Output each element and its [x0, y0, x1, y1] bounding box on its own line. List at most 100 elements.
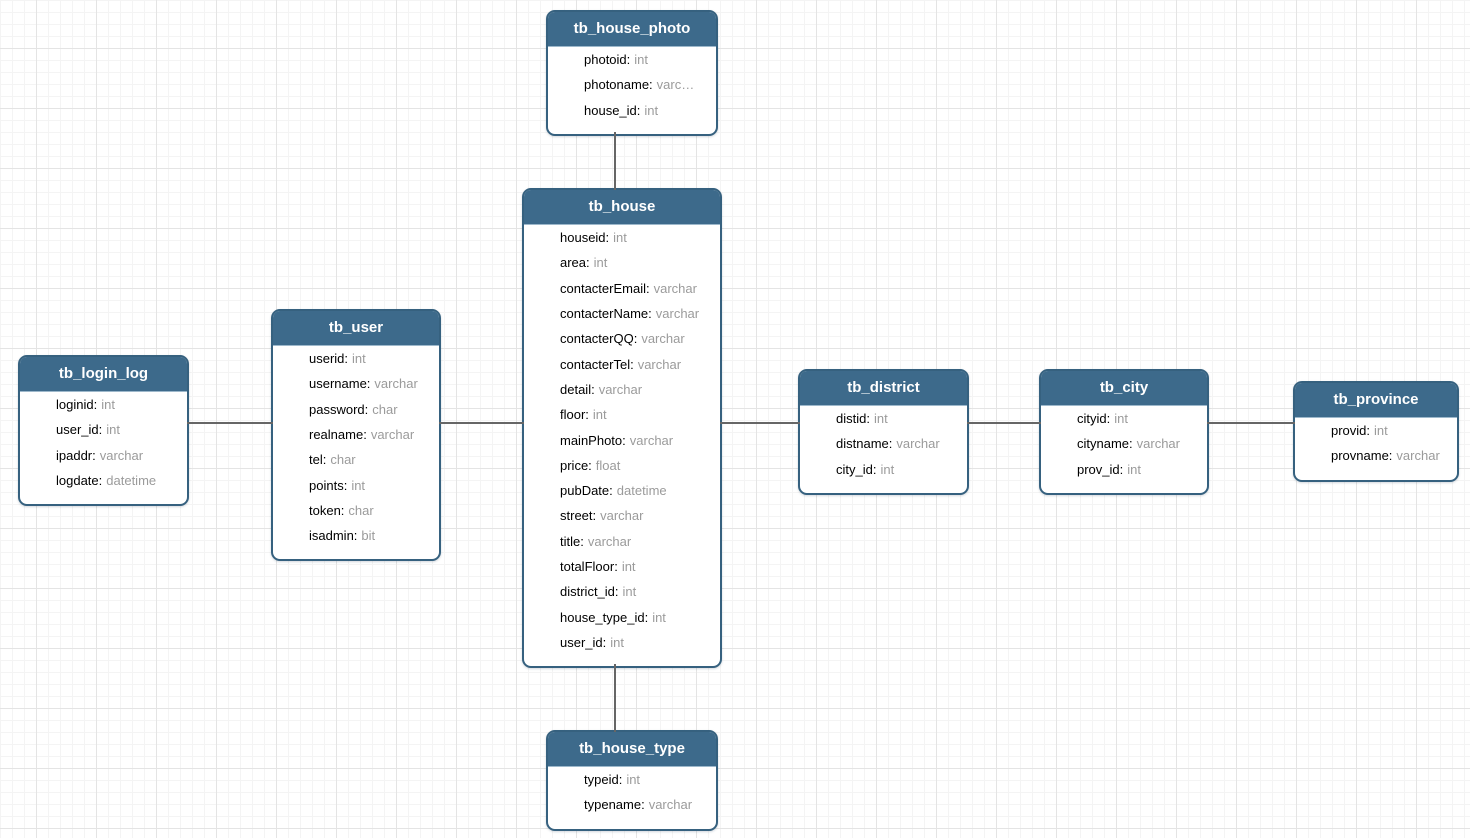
- er-table-title: tb_login_log: [58, 365, 149, 382]
- er-field-type: varchar: [99, 447, 144, 463]
- er-field-type: int: [101, 397, 115, 413]
- er-field-name: distid:: [836, 411, 870, 427]
- er-field-type: char: [348, 502, 374, 518]
- er-field-type: int: [610, 634, 624, 650]
- er-field-type: int: [652, 609, 666, 625]
- er-field-type: int: [634, 52, 648, 68]
- er-field-type: int: [106, 422, 120, 438]
- er-field-name: isadmin:: [309, 528, 358, 544]
- er-field-type: int: [1374, 423, 1388, 439]
- er-field-name: photoname:: [584, 77, 653, 93]
- er-field-name: house_id:: [584, 102, 641, 118]
- er-field-row: password:char: [309, 397, 433, 422]
- er-field-name: password:: [309, 401, 369, 417]
- er-field-name: detail:: [560, 381, 595, 397]
- er-field-name: prov_id:: [1077, 461, 1124, 477]
- er-field-row: token:char: [309, 498, 433, 523]
- er-field-row: user_id:int: [56, 417, 181, 442]
- er-field-type: int: [873, 411, 888, 427]
- er-field-name: cityid:: [1077, 411, 1111, 427]
- er-field-name: area:: [560, 255, 590, 271]
- er-field-name: ipaddr:: [56, 447, 96, 463]
- er-field-name: provname:: [1331, 448, 1393, 464]
- er-field-row: user_id:int: [560, 630, 714, 655]
- er-field-row: prov_id:int: [1077, 457, 1201, 482]
- er-field-type: datetime: [616, 483, 667, 499]
- connector-line-tb_house_photo-tb_house[interactable]: [614, 132, 616, 190]
- er-field-row: ipaddr:varchar: [56, 443, 181, 468]
- er-field-row: contacterEmail:varchar: [560, 276, 714, 301]
- er-field-row: title:varchar: [560, 529, 714, 554]
- er-table-title: tb_user: [328, 319, 384, 336]
- er-field-type: varchar: [896, 436, 940, 452]
- er-field-name: totalFloor:: [560, 559, 618, 574]
- er-field-name: typeid:: [584, 772, 623, 788]
- er-field-type: varchar: [655, 306, 700, 322]
- er-field-row: typeid:int: [584, 767, 710, 792]
- connector-line-tb_house-tb_house_type[interactable]: [614, 664, 616, 732]
- er-field-type: int: [644, 102, 659, 118]
- er-field-row: district_id:int: [560, 579, 714, 604]
- connector-line-tb_house-tb_district[interactable]: [720, 422, 800, 424]
- er-field-name: realname:: [309, 427, 367, 443]
- er-field-name: price:: [560, 457, 592, 473]
- er-field-row: detail:varchar: [560, 377, 714, 402]
- er-field-row: tel:char: [309, 447, 433, 472]
- er-table-title: tb_district: [847, 379, 920, 396]
- er-field-row: street:varchar: [560, 503, 714, 528]
- er-field-type: int: [1114, 411, 1128, 427]
- er-table-header: tb_district: [800, 371, 967, 406]
- er-table-title: tb_house_photo: [573, 20, 691, 37]
- er-field-row: points:int: [309, 472, 433, 497]
- er-field-row: provname:varchar: [1331, 443, 1451, 468]
- er-field-name: cityname:: [1077, 436, 1133, 452]
- er-field-row: distname:varchar: [836, 431, 961, 456]
- er-field-type: varchar: [374, 376, 418, 392]
- er-field-type: int: [622, 584, 637, 600]
- er-field-name: mainPhoto:: [560, 432, 626, 448]
- er-table-header: tb_city: [1041, 371, 1207, 406]
- er-field-row: area:int: [560, 250, 714, 275]
- er-field-type: varchar: [600, 508, 644, 524]
- er-field-name: title:: [560, 533, 584, 549]
- connector-line-tb_city-tb_province[interactable]: [1207, 422, 1295, 424]
- er-field-name: contacterTel:: [560, 356, 634, 372]
- er-field-type: varchar: [598, 381, 643, 397]
- er-field-name: house_type_id:: [560, 609, 649, 625]
- er-field-row: totalFloor:int: [560, 554, 714, 579]
- er-field-name: user_id:: [560, 634, 607, 650]
- er-field-name: pubDate:: [560, 483, 613, 499]
- er-field-row: floor:int: [560, 402, 714, 427]
- er-field-name: logdate:: [56, 473, 103, 489]
- er-field-row: logdate:datetime: [56, 468, 181, 493]
- er-field-type: int: [621, 559, 636, 574]
- er-field-name: floor:: [560, 407, 589, 423]
- connector-line-tb_user-tb_house[interactable]: [439, 422, 524, 424]
- er-field-name: contacterEmail:: [560, 280, 650, 296]
- er-field-row: mainPhoto:varchar: [560, 427, 714, 452]
- er-field-name: typename:: [584, 797, 645, 813]
- er-field-name: username:: [309, 376, 371, 392]
- er-field-type: varchar: [637, 356, 682, 372]
- connector-line-tb_district-tb_city[interactable]: [967, 422, 1041, 424]
- er-field-type: varchar: [587, 533, 632, 549]
- er-field-type: int: [1127, 461, 1141, 477]
- er-field-name: houseid:: [560, 230, 610, 246]
- er-field-row: loginid:int: [56, 392, 181, 417]
- connector-line-tb_login_log-tb_user[interactable]: [187, 422, 273, 424]
- er-field-type: int: [593, 255, 608, 271]
- er-field-row: typename:varchar: [584, 792, 710, 817]
